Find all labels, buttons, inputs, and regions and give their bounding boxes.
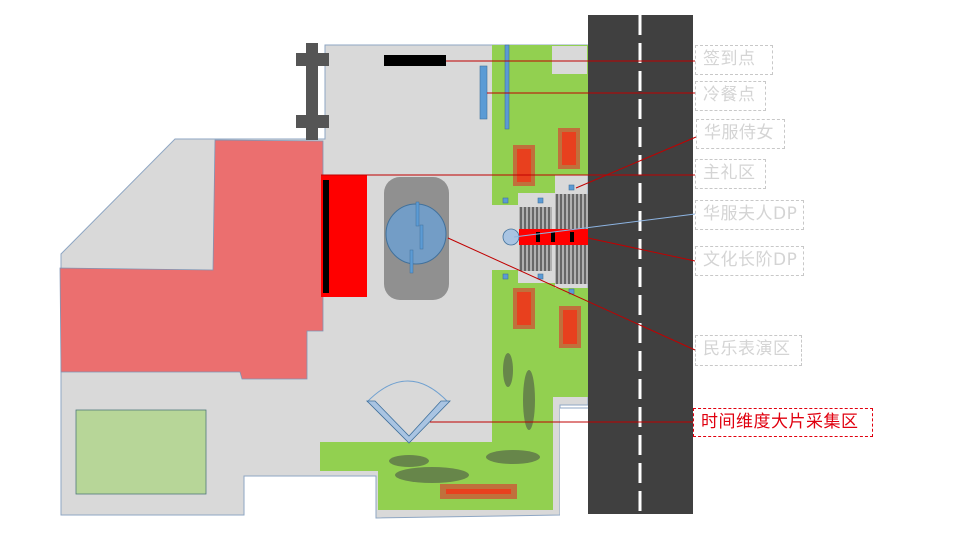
label-folk-music: 民乐表演区 xyxy=(695,335,802,366)
label-main-ceremony: 主礼区 xyxy=(695,159,766,189)
label-cold-buffet: 冷餐点 xyxy=(695,81,766,111)
label-hanfu-lady-dp: 华服夫人DP xyxy=(695,200,804,230)
hanfu-lady-spot xyxy=(502,228,520,246)
road xyxy=(588,15,693,514)
photo-zone-shape xyxy=(366,380,451,444)
lawn-area-southeast xyxy=(320,270,588,510)
leader-lines xyxy=(321,60,697,423)
cold-buffet-bar xyxy=(479,65,488,120)
culture-steps xyxy=(519,194,588,284)
lawn-top-right-cut xyxy=(552,46,587,74)
lawn-gap-white xyxy=(560,408,588,516)
long-blue-bar xyxy=(504,44,510,130)
label-checkin: 签到点 xyxy=(695,45,773,75)
gate-icon xyxy=(296,43,329,140)
lawn-area-west xyxy=(75,409,207,495)
checkin-desk xyxy=(384,55,446,66)
planters xyxy=(440,128,581,499)
label-hanfu-maids: 华服侍女 xyxy=(696,119,785,149)
label-time-photo-zone: 时间维度大片采集区 xyxy=(693,408,873,437)
trees xyxy=(389,353,540,483)
label-culture-steps-dp: 文化长阶DP xyxy=(695,246,804,276)
stage-screen xyxy=(323,180,329,293)
